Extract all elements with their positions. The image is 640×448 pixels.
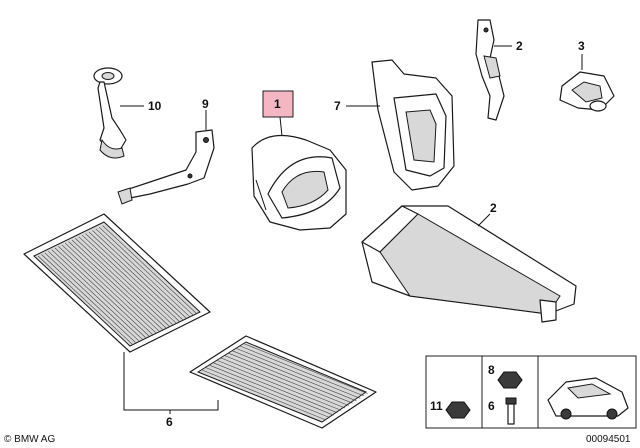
filter-b-drawing xyxy=(189,335,377,429)
filter-pleat-line xyxy=(201,369,327,421)
label-11: 11 xyxy=(430,399,443,413)
part-2-drawing: 2 xyxy=(361,201,577,323)
filter-pleat-line xyxy=(37,255,133,345)
part-9-drawing: 9 xyxy=(117,97,215,205)
filter-pleat-line xyxy=(102,225,197,314)
diagram-number: 00094501 xyxy=(586,434,631,445)
label-9: 9 xyxy=(202,97,209,111)
part-10-drawing: 10 xyxy=(93,67,162,159)
filter-pleat-line xyxy=(41,254,136,343)
filter-pleat-line xyxy=(217,360,342,411)
part-5-drawing: 2 xyxy=(475,19,523,121)
filter-pleat-line xyxy=(236,348,361,399)
filter-pleat-line xyxy=(75,238,170,327)
label-1: 1 xyxy=(274,97,281,111)
part-1-drawing: 1 xyxy=(251,90,347,231)
filter-pleat-line xyxy=(61,244,157,334)
filter-pleat-line xyxy=(54,247,150,337)
filter-pleat-line xyxy=(71,239,167,329)
filter-pleat-line xyxy=(213,362,338,414)
filter-pleat-line xyxy=(228,352,353,404)
filter-pleat-line xyxy=(95,228,191,318)
filter-pleat-line xyxy=(58,246,153,335)
filter-pleat-line xyxy=(88,231,184,321)
label-10: 10 xyxy=(148,99,162,113)
filter-pleat-line xyxy=(232,350,357,402)
filter-pleat-line xyxy=(243,343,368,394)
label-5: 2 xyxy=(516,39,523,53)
label-3: 3 xyxy=(578,39,585,53)
filter-pleat-line xyxy=(68,241,163,330)
filter-pleat-line xyxy=(47,250,143,340)
hardware-box: 8 6 11 xyxy=(425,355,637,429)
filter-pleat-line xyxy=(224,355,349,406)
filter-pleat-line xyxy=(51,249,146,338)
filter-pleat-line xyxy=(205,367,330,418)
label-2: 2 xyxy=(490,201,497,215)
part-1-highlight xyxy=(262,90,294,118)
filter-pleat-line xyxy=(78,236,174,326)
part-3-drawing: 3 xyxy=(559,39,615,112)
label-6: 6 xyxy=(166,415,173,429)
filter-pleat-line xyxy=(239,345,365,397)
filter-pleat-line xyxy=(98,226,194,316)
label-6-small: 6 xyxy=(488,399,495,413)
filter-pleat-line xyxy=(92,230,187,319)
copyright: © BMW AG xyxy=(4,434,55,445)
label-7: 7 xyxy=(334,99,341,113)
filter-pleat-line xyxy=(209,364,334,416)
filter-pleat-line xyxy=(220,357,346,409)
part-6-leader: 6 xyxy=(123,352,219,429)
part-7-drawing: 7 xyxy=(334,59,455,191)
filter-pleat-line xyxy=(44,252,140,342)
filter-pleat-line xyxy=(64,242,160,332)
filter-pleat-line xyxy=(81,234,177,324)
filter-pleat-line xyxy=(85,233,180,322)
label-8: 8 xyxy=(488,363,495,377)
filter-a-drawing xyxy=(23,213,211,353)
